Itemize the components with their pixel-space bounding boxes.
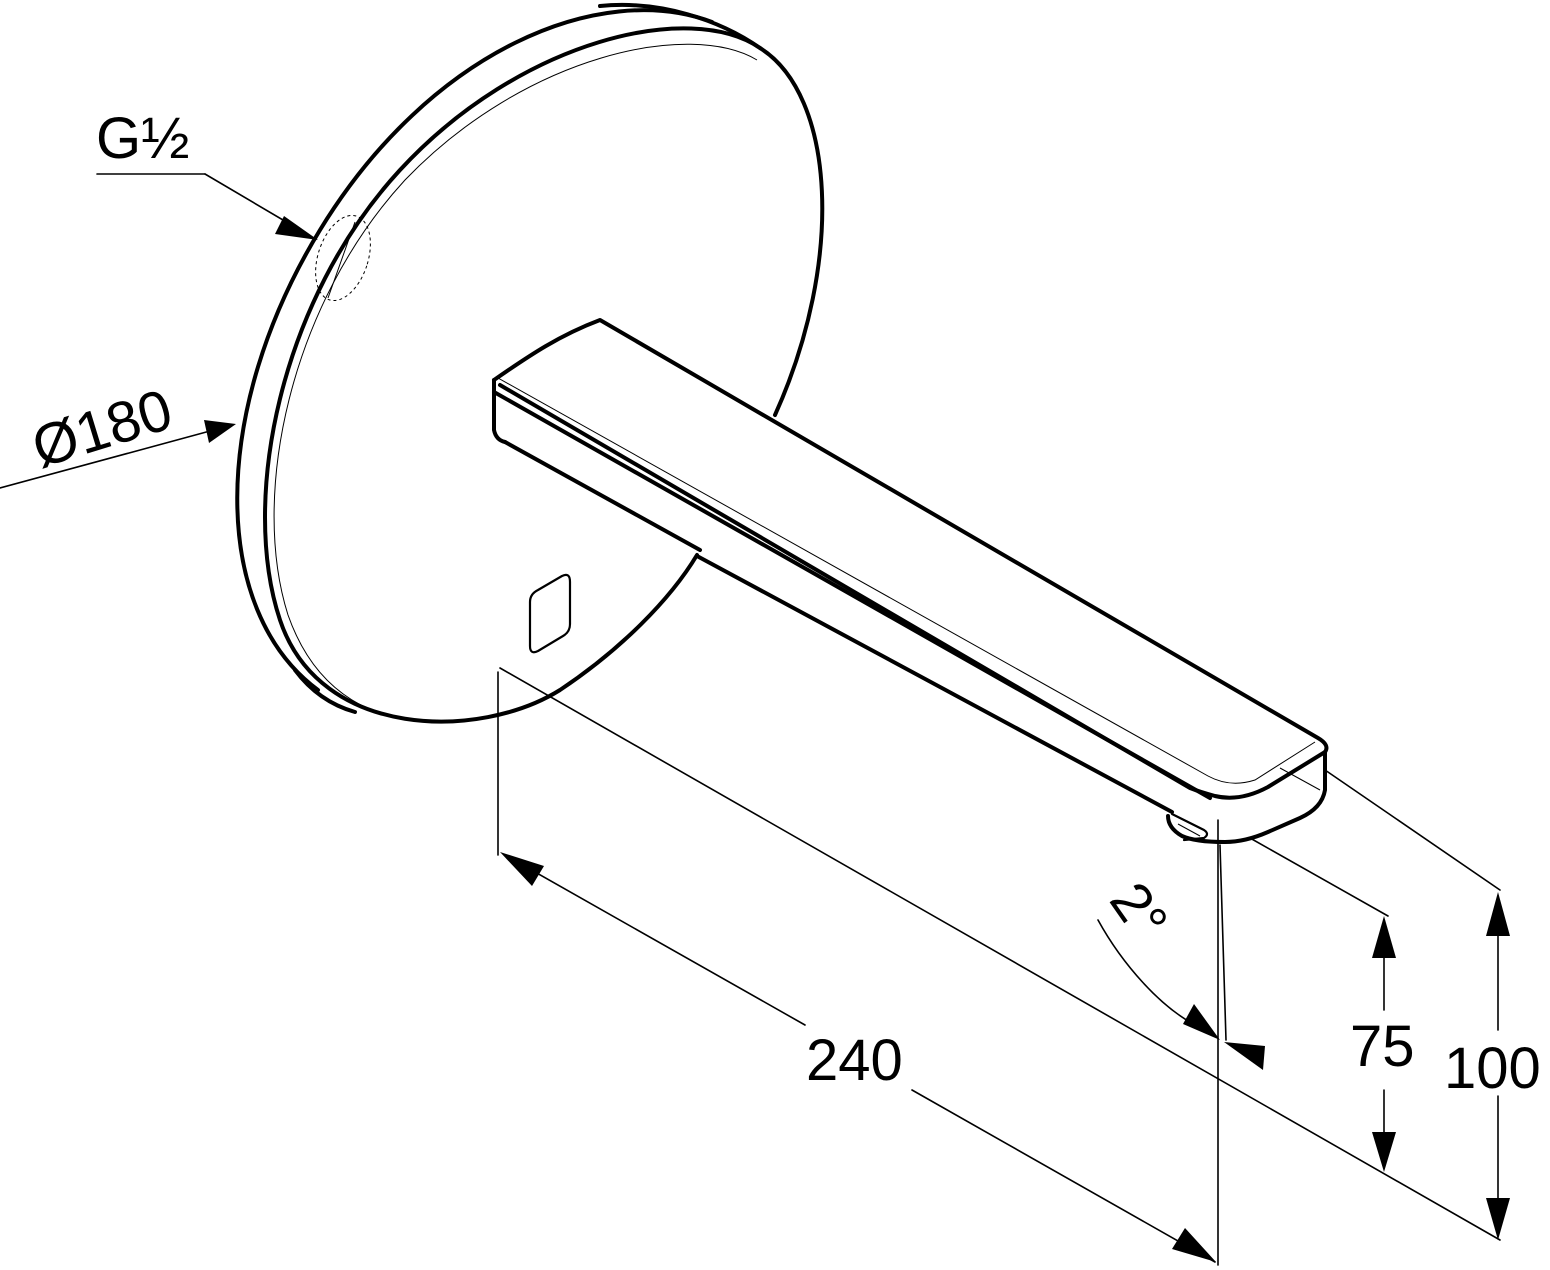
- spout: [492, 318, 1329, 844]
- length-label: 240: [806, 1028, 903, 1093]
- thread-hidden-circle: [315, 214, 371, 302]
- rosette-front-face: [263, 26, 825, 724]
- spout-top-surface: [492, 318, 1329, 800]
- spout-front-face: [492, 378, 507, 444]
- thread-label: G½: [96, 106, 190, 171]
- length-arrow-right: [1172, 1228, 1216, 1262]
- spout-top-edge-fine: [497, 377, 1316, 784]
- spout-tip: [1166, 750, 1327, 844]
- rosette-back-edge: [235, 8, 714, 692]
- rosette: [235, 2, 825, 724]
- top-height-arrow-bottom: [1486, 1198, 1510, 1240]
- outlet-height-arrow-bottom: [1372, 1132, 1396, 1172]
- spout-tip-fine: [1279, 767, 1321, 791]
- thread-hidden-line: [327, 221, 356, 299]
- top-height-label: 100: [1444, 1036, 1541, 1101]
- rosette-chamfer: [273, 43, 758, 723]
- length-dimension: [497, 667, 1501, 1266]
- thread-leader: [96, 173, 318, 240]
- outlet-height-arrow-top: [1372, 916, 1396, 958]
- top-height-arrow-top: [1486, 892, 1510, 936]
- angle-arrow-left: [1183, 1004, 1220, 1040]
- angle-arrow-right: [1224, 1042, 1265, 1070]
- angle-label: 2°: [1098, 871, 1180, 951]
- length-arrow-left: [500, 852, 544, 886]
- diameter-leader-arrow: [204, 420, 236, 443]
- outlet-height-label: 75: [1350, 1014, 1415, 1079]
- rosette-top-edge: [598, 2, 762, 50]
- spout-bottom-edge: [503, 440, 702, 552]
- diameter-leader: [0, 420, 236, 489]
- rosette-bottom-edge: [293, 668, 357, 714]
- spout-outlet: [1170, 812, 1209, 842]
- spout-bottom-edge-2: [695, 554, 1174, 814]
- sensor-window: [528, 573, 572, 654]
- outlet-height-dimension: [1249, 837, 1396, 1172]
- thread-leader-arrow: [275, 216, 318, 240]
- spout-outlet-ring: [1177, 823, 1201, 837]
- diameter-label: Ø180: [25, 377, 180, 481]
- top-height-dimension: [1324, 769, 1510, 1240]
- spout-side-edge: [492, 390, 1212, 800]
- angle-dimension: [1097, 844, 1265, 1070]
